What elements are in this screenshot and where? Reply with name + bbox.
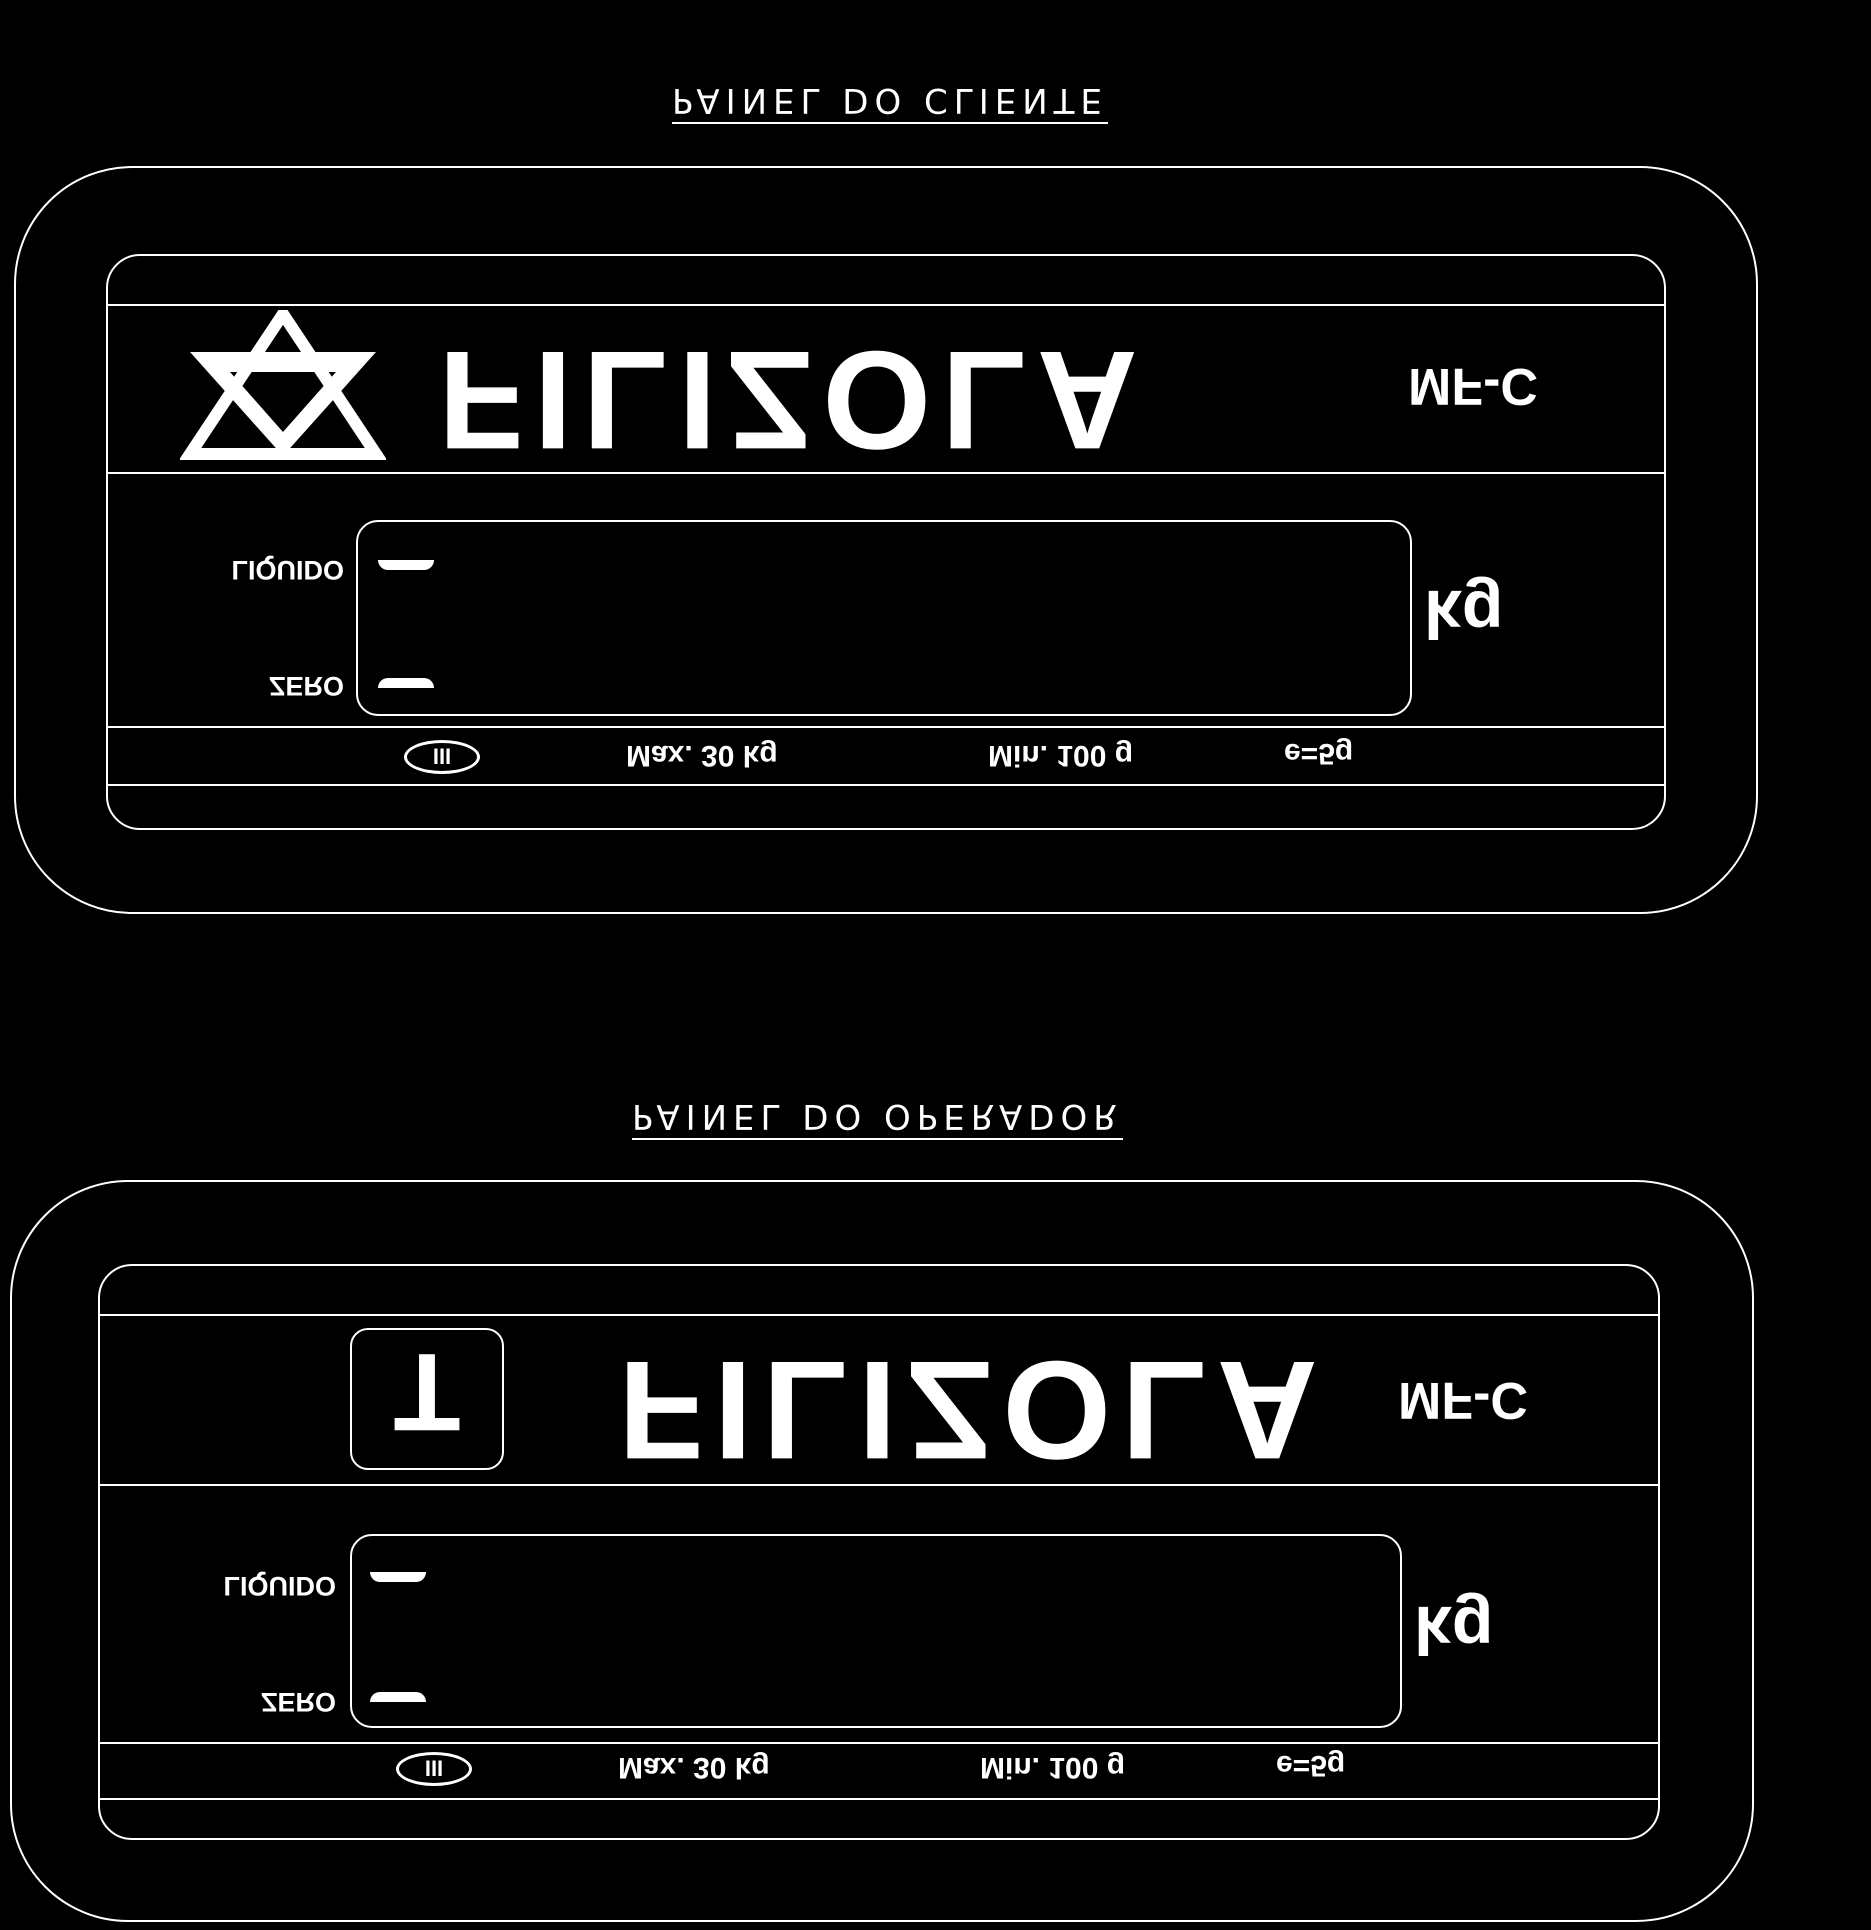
customer-accuracy-class-mark: III: [404, 740, 480, 774]
operator-panel-caption: PAINEL DO OPERADOR: [632, 1096, 1123, 1136]
customer-header-bottom-line: [108, 472, 1664, 474]
customer-unit-label: kg: [1424, 576, 1504, 652]
customer-panel-inner-frame: [106, 254, 1666, 830]
operator-min-capacity: Min. 100 g: [980, 1751, 1126, 1784]
operator-zero-indicator: [370, 1692, 426, 1702]
operator-header-top-line: [100, 1314, 1658, 1316]
customer-model-label: MF-C: [1408, 357, 1538, 415]
operator-zero-label: ZERO: [260, 1687, 336, 1717]
customer-min-capacity: Min. 100 g: [988, 739, 1134, 772]
customer-panel-caption: PAINEL DO CLIENTE: [672, 80, 1108, 120]
tare-button[interactable]: T: [350, 1328, 504, 1470]
customer-zero-indicator: [378, 678, 434, 688]
customer-division: e=5g: [1284, 737, 1354, 770]
customer-max-capacity: Max. 30 kg: [626, 739, 778, 772]
customer-header-top-line: [108, 304, 1664, 306]
customer-spec-bottom-line: [108, 784, 1664, 786]
operator-liquido-label: LIQUIDO: [223, 1571, 337, 1601]
customer-zero-label: ZERO: [268, 671, 344, 701]
customer-panel: PAINEL DO CLIENTE FILIZOLA MF-C LIQUIDO …: [0, 0, 1871, 940]
operator-model-label: MF-C: [1398, 1371, 1528, 1429]
customer-liquido-indicator: [378, 560, 434, 570]
operator-spec-bottom-line: [100, 1798, 1658, 1800]
customer-liquido-label: LIQUIDO: [231, 555, 345, 585]
operator-panel-outer-frame: [10, 1180, 1754, 1922]
operator-max-capacity: Max. 30 kg: [618, 1751, 770, 1784]
customer-weight-display: [356, 520, 1412, 716]
customer-brand-wordmark: FILIZOLA: [438, 322, 1148, 479]
operator-panel-inner-frame: [98, 1264, 1660, 1840]
operator-liquido-indicator: [370, 1572, 426, 1582]
operator-unit-label: kg: [1414, 1592, 1494, 1668]
operator-weight-display: [350, 1534, 1402, 1728]
operator-spec-top-line: [100, 1742, 1658, 1744]
operator-accuracy-class-mark: III: [396, 1752, 472, 1786]
customer-spec-top-line: [108, 726, 1664, 728]
customer-panel-outer-frame: [14, 166, 1758, 914]
filizola-triangle-logo-icon: [180, 310, 386, 460]
operator-division: e=5g: [1276, 1749, 1346, 1782]
operator-brand-wordmark: FILIZOLA: [618, 1332, 1328, 1489]
tare-key-glyph: T: [393, 1330, 461, 1453]
operator-panel: PAINEL DO OPERADOR T FILIZOLA MF-C LIQUI…: [0, 1000, 1871, 1930]
operator-header-bottom-line: [100, 1484, 1658, 1486]
